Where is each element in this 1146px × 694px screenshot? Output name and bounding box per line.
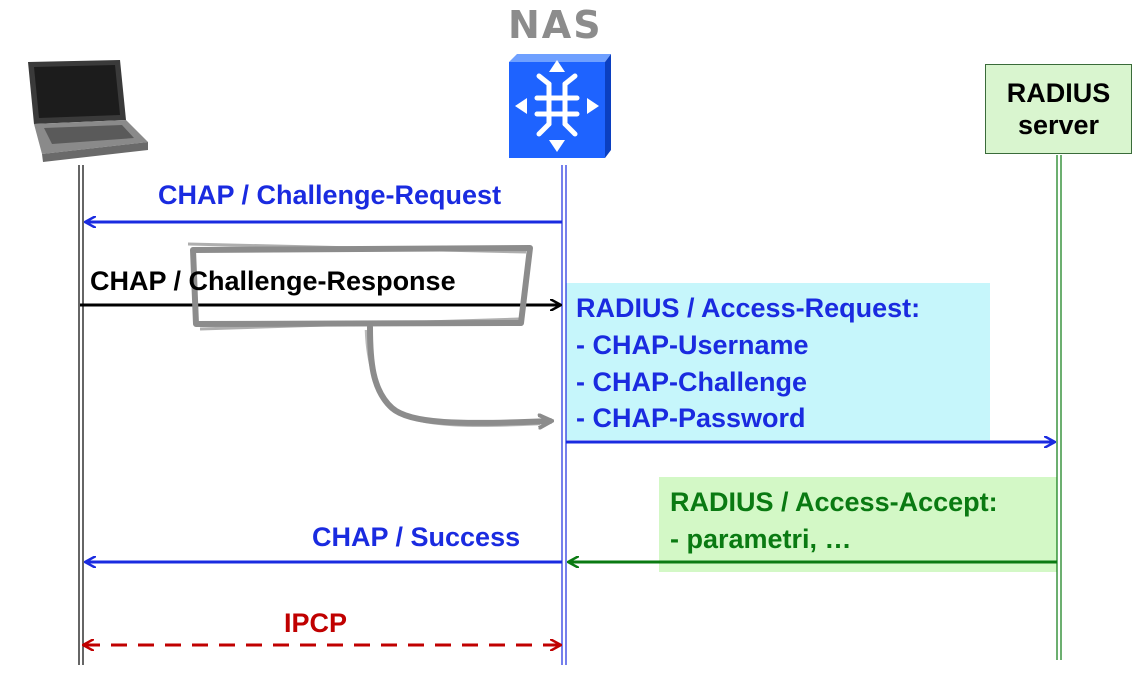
nas-lifeline — [561, 165, 567, 665]
access-accept-box — [659, 477, 1057, 572]
radius-server-node: RADIUS server — [985, 64, 1132, 154]
radius-server-label-line1: RADIUS — [1006, 77, 1111, 108]
radius-server-label-line2: server — [1017, 110, 1100, 140]
ipcp-label: IPCP — [284, 608, 348, 638]
success-label: CHAP / Success — [312, 522, 521, 552]
highlight-curved-arrow — [367, 324, 550, 423]
client-lifeline — [78, 165, 84, 665]
laptop-icon — [28, 60, 148, 162]
router-icon — [509, 54, 611, 158]
challenge-response-label: CHAP / Challenge-Response — [90, 266, 456, 296]
access-request-item: - CHAP-Challenge — [576, 367, 808, 397]
access-accept-title: RADIUS / Access-Accept: — [670, 487, 998, 517]
access-request-item: - CHAP-Password — [576, 403, 806, 433]
challenge-request-label: CHAP / Challenge-Request — [158, 180, 502, 210]
nas-label: NAS — [508, 3, 603, 47]
access-request-box — [566, 283, 990, 440]
access-accept-item: - parametri, … — [670, 524, 852, 554]
radius-lifeline — [1056, 155, 1062, 660]
highlight-mark — [187, 242, 533, 331]
access-request-item: - CHAP-Username — [576, 330, 809, 360]
access-request-title: RADIUS / Access-Request: — [576, 293, 921, 323]
